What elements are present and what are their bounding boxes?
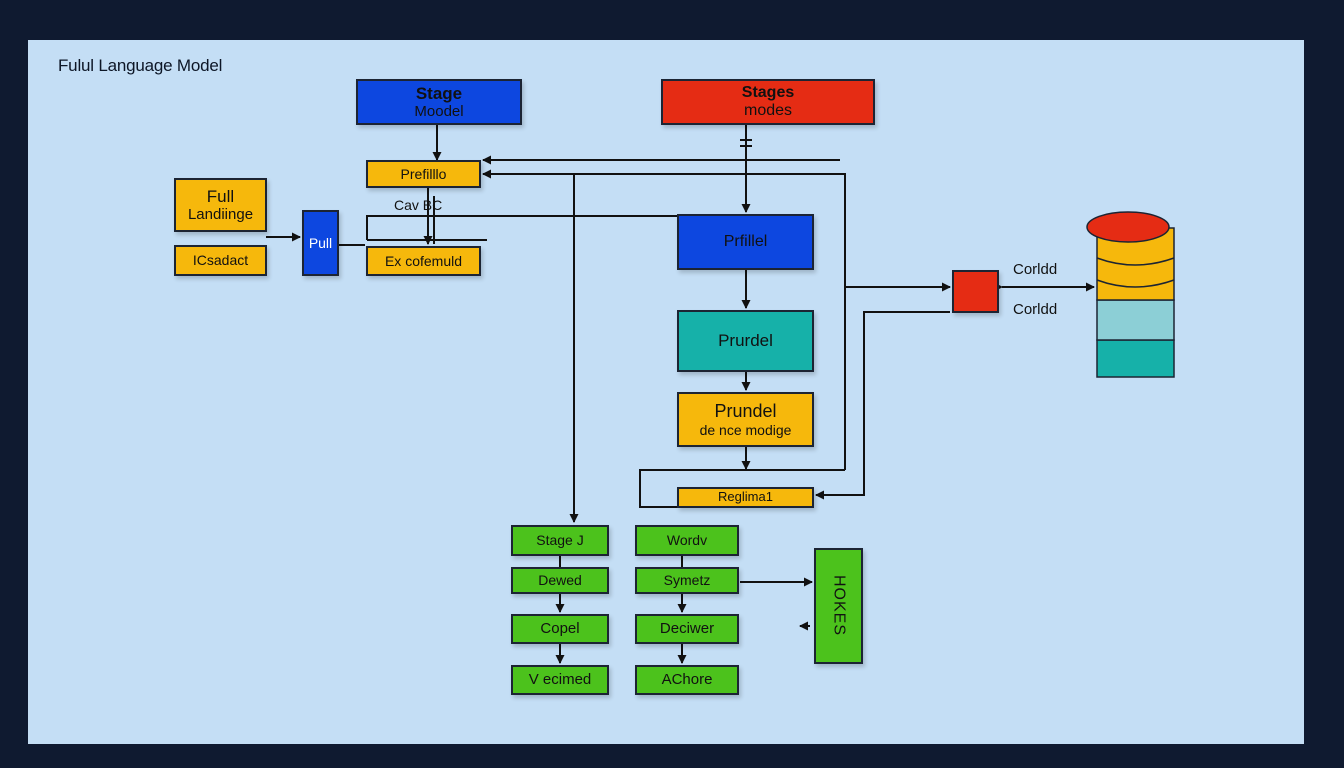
arrow-right-loop-to-reglima xyxy=(815,311,950,500)
bracket-connector xyxy=(366,215,487,240)
label-corldd-2: Corldd xyxy=(1013,301,1058,318)
node-stages-modes: Stages modes xyxy=(661,79,875,125)
label-cav-bc: Cav BC xyxy=(394,197,443,213)
node-symetz: Symetz xyxy=(635,567,739,594)
node-prundel: Prundel de nce modige xyxy=(677,392,814,447)
node-stage-model: Stage Moodel xyxy=(356,79,522,125)
node-reglima: Reglima1 xyxy=(677,487,814,508)
node-wordv: Wordv xyxy=(635,525,739,556)
node-prurdel: Prurdel xyxy=(677,310,814,372)
node-icsadact: ICsadact xyxy=(174,245,267,276)
loop-reglima-left xyxy=(639,469,845,508)
node-red-square xyxy=(952,270,999,313)
node-prefillo: Prefilllo xyxy=(366,160,481,188)
node-prfillel: Prfillel xyxy=(677,214,814,270)
node-pull: Pull xyxy=(302,210,339,276)
node-ex-cofemuld: Ex cofemuld xyxy=(366,246,481,276)
node-side-box: HOKES xyxy=(814,548,863,664)
node-dewed: Dewed xyxy=(511,567,609,594)
arrow-loop-to-prefillo-2 xyxy=(482,169,846,470)
node-stage-j: Stage J xyxy=(511,525,609,556)
node-copel: Copel xyxy=(511,614,609,644)
node-achore: AChore xyxy=(635,665,739,695)
node-full-landinge: Full Landiinge xyxy=(174,178,267,232)
label-corldd-1: Corldd xyxy=(1013,261,1058,278)
database-icon xyxy=(1086,211,1175,378)
node-v-ecimed: V ecimed xyxy=(511,665,609,695)
node-deciwer: Deciwer xyxy=(635,614,739,644)
diagram-title: Fulul Language Model xyxy=(58,56,223,75)
